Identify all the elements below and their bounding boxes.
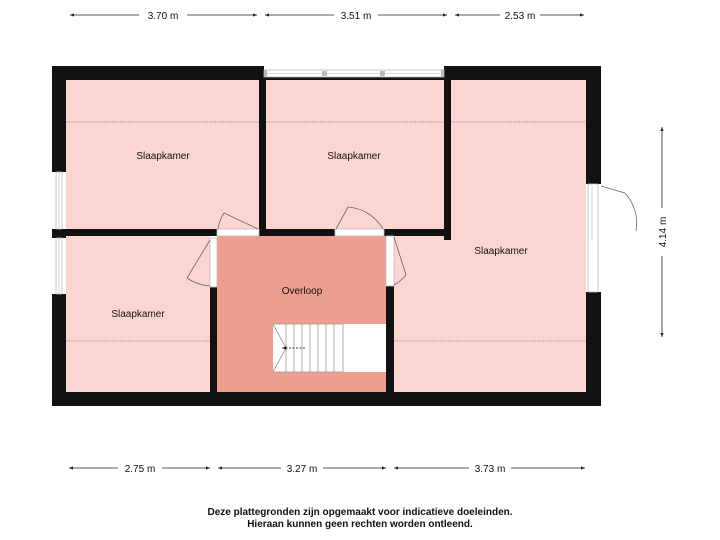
wall-partition-top-left [259,80,266,236]
windows [55,69,445,295]
doors [186,183,638,293]
dim-label-top-middle: 3.51 m [341,11,372,22]
dim-label-bottom-right: 3.73 m [475,464,506,475]
wall-right-lower [586,292,601,406]
wall-landing-right [386,286,394,392]
dim-label-top-right: 2.53 m [505,11,536,22]
wall-partition-mid-right [444,80,451,240]
door-top-left-bedroom [216,212,260,237]
window-left-lower [55,237,63,295]
wall-horizontal-left [66,229,217,236]
room-label-bedroom-top-left: Slaapkamer [136,151,190,162]
wall-bottom [52,392,601,406]
wall-top-window-frame [264,77,444,80]
wall-top-left [52,66,264,80]
dimension-labels: 3.70 m 3.51 m 2.53 m 2.75 m 3.27 m 3.73 … [125,11,669,475]
dim-label-bottom-middle: 3.27 m [287,464,318,475]
walls [52,66,601,406]
door-bottom-left-bedroom [186,237,218,288]
window-top [263,69,445,78]
window-left-upper [55,171,63,230]
dim-label-right-vertical: 4.14 m [658,217,669,248]
door-exterior-right [587,183,638,293]
dim-label-bottom-left: 2.75 m [125,464,156,475]
disclaimer: Deze plattegronden zijn opgemaakt voor i… [0,507,720,531]
ceiling-lines [66,121,586,342]
staircase [272,323,386,373]
wall-left-upper [52,66,66,172]
wall-top-right [444,66,601,80]
wall-landing-left [210,287,217,392]
bedroom-top-left-floor [66,80,259,229]
room-floors [66,80,586,392]
bedroom-right-upper-floor [451,80,586,240]
disclaimer-line-2: Hieraan kunnen geen rechten worden ontle… [247,519,473,530]
stairs-area [273,324,386,372]
wall-horizontal-mid [259,229,335,236]
room-label-bedroom-top-middle: Slaapkamer [327,151,381,162]
wall-horizontal-right [384,229,451,236]
room-label-landing: Overloop [282,286,323,297]
room-label-bedroom-right: Slaapkamer [474,246,528,257]
dimension-lines [69,13,664,470]
door-right-bedroom [385,235,407,287]
dim-label-top-left: 3.70 m [148,11,179,22]
wall-left-middle [52,229,66,238]
wall-right-upper [586,66,601,184]
room-labels: Slaapkamer Slaapkamer Slaapkamer Slaapka… [111,151,528,320]
door-top-middle-bedroom [334,206,385,237]
disclaimer-line-1: Deze plattegronden zijn opgemaakt voor i… [207,507,513,518]
bedroom-bottom-left-floor [66,236,210,392]
room-label-bedroom-bottom-left: Slaapkamer [111,309,165,320]
wall-left-lower [52,294,66,406]
